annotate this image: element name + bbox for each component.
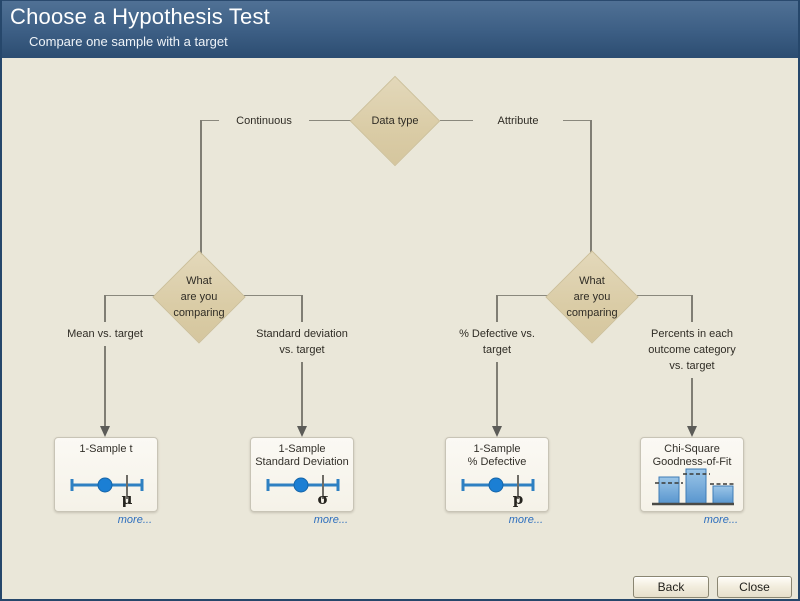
branch-label-attribute: Attribute [473, 111, 563, 131]
connector-dec-right-a [497, 295, 548, 296]
numberline-icon [70, 475, 144, 499]
branch-label-mean-vs-target: Mean vs. target [45, 322, 165, 346]
branch-label-continuous: Continuous [219, 111, 309, 131]
chi-square-bars-icon [652, 468, 736, 506]
back-button[interactable]: Back [633, 576, 709, 598]
branch-label-percents-vs-target: Percents in each outcome category vs. ta… [644, 322, 740, 378]
branch-label-stdev-vs-target: Standard deviation vs. target [247, 322, 357, 362]
more-link-1-sample-t[interactable]: more... [117, 514, 152, 526]
left-diamond-label: What are you comparing [173, 275, 225, 319]
more-link-1-sample-defective[interactable]: more... [508, 514, 543, 526]
connector-left-down [200, 120, 202, 255]
test-card-1-sample-t[interactable]: 1-Sample t μ [54, 437, 158, 512]
connector-dec-left-a [105, 295, 155, 296]
more-link-1-sample-stdev[interactable]: more... [313, 514, 348, 526]
arrow-down-icon [297, 426, 307, 437]
arrow-down-icon [100, 426, 110, 437]
page-title: Choose a Hypothesis Test [10, 4, 270, 29]
right-diamond-label: What are you comparing [566, 275, 618, 319]
card-title: Chi-Square Goodness-of-Fit [652, 443, 732, 468]
card-title: 1-Sample % Defective [467, 443, 527, 468]
mu-symbol: μ [121, 490, 133, 508]
numberline-icon [461, 475, 535, 499]
sigma-symbol: σ [317, 490, 329, 508]
test-card-1-sample-defective[interactable]: 1-Sample % Defective p [445, 437, 549, 512]
card-title: 1-Sample t [79, 443, 133, 455]
arrow-down-icon [492, 426, 502, 437]
connector-dec-left-b [244, 295, 303, 296]
more-link-chi-square-gof[interactable]: more... [703, 514, 738, 526]
branch-label-defective-vs-target: % Defective vs. target [454, 322, 540, 362]
test-card-chi-square-gof[interactable]: Chi-Square Goodness-of-Fit [640, 437, 744, 512]
page-subtitle: Compare one sample with a target [29, 34, 228, 49]
connector-dec-right-b [637, 295, 693, 296]
arrow-down-icon [687, 426, 697, 437]
connector-leaf-1 [104, 295, 106, 426]
test-card-1-sample-stdev[interactable]: 1-Sample Standard Deviation σ [250, 437, 354, 512]
header-banner: Choose a Hypothesis Test Compare one sam… [2, 0, 798, 58]
card-title: 1-Sample Standard Deviation [255, 443, 349, 468]
numberline-icon [266, 475, 340, 499]
p-symbol: p [512, 490, 524, 508]
root-diamond-label: Data type [371, 115, 419, 127]
connector-right-down [590, 120, 592, 255]
close-button[interactable]: Close [717, 576, 792, 598]
